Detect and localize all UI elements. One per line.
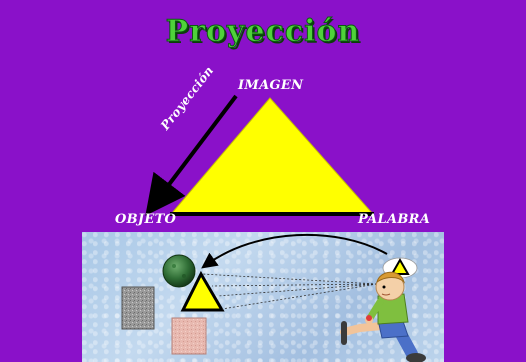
gray-square-icon [122,287,154,329]
curved-arrow-icon [206,235,387,265]
vertex-label-palabra: PALABRA [358,212,430,227]
semiotic-triangle [172,98,372,213]
illustration-panel [82,232,444,362]
sight-lines-icon [202,274,377,309]
green-sphere-icon [163,255,195,287]
vertex-label-imagen: IMAGEN [238,78,303,93]
vertex-label-objeto: OBJETO [115,212,176,227]
pink-square-icon [172,318,206,354]
illustration-scene [82,232,444,362]
